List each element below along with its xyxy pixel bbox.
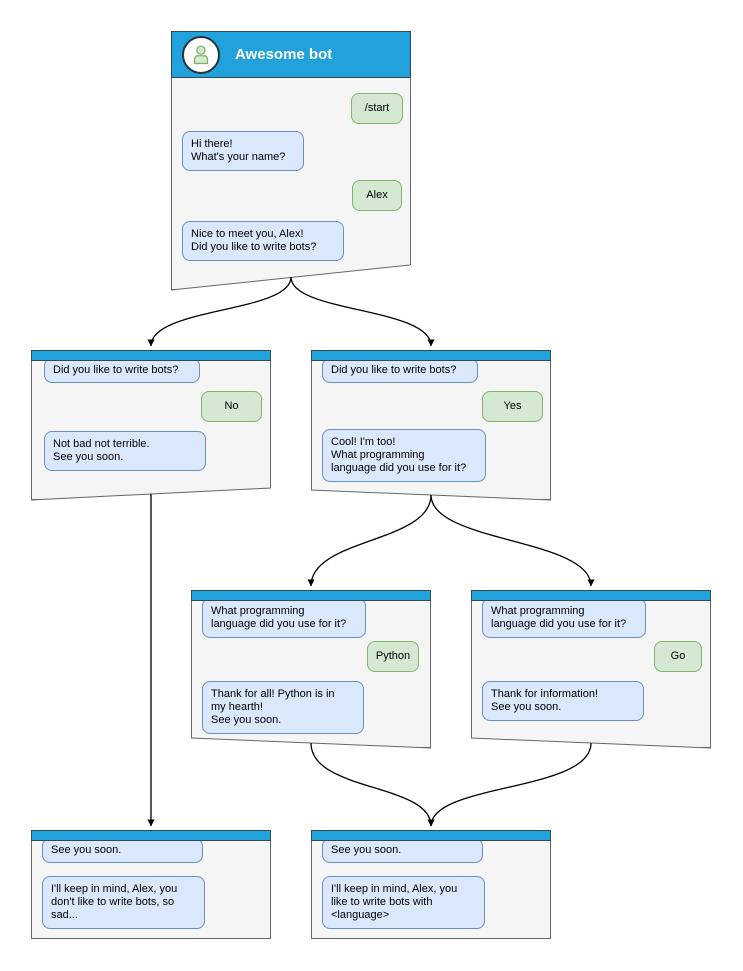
bot-message-bubble: Did you like to write bots? bbox=[322, 358, 478, 383]
chat-node-lang-python: What programming language did you use fo… bbox=[191, 590, 431, 748]
chat-node-branch-no: Did you like to write bots? No Not bad n… bbox=[31, 350, 271, 500]
bot-message-bubble: See you soon. bbox=[322, 838, 483, 863]
chat-node-end-no: See you soon. I'll keep in mind, Alex, y… bbox=[31, 830, 271, 939]
person-icon bbox=[182, 35, 220, 74]
chat-header bbox=[31, 830, 271, 841]
chat-header bbox=[311, 830, 551, 841]
chat-node-branch-yes: Did you like to write bots? Yes Cool! I'… bbox=[311, 350, 551, 500]
bot-message-bubble: Nice to meet you, Alex! Did you like to … bbox=[182, 221, 344, 261]
user-message-bubble: No bbox=[201, 391, 262, 422]
bot-title: Awesome bot bbox=[235, 46, 333, 63]
chat-header bbox=[31, 350, 271, 361]
edge-python-to-end bbox=[310, 742, 435, 827]
bot-message-bubble: What programming language did you use fo… bbox=[202, 598, 366, 638]
edge-yes-to-go bbox=[430, 494, 595, 587]
bot-message-bubble: What programming language did you use fo… bbox=[482, 598, 646, 638]
bot-message-bubble: I'll keep in mind, Alex, you like to wri… bbox=[322, 876, 485, 929]
bot-message-bubble: Cool! I'm too! What programming language… bbox=[322, 429, 486, 482]
user-message-bubble: Alex bbox=[352, 180, 402, 211]
chat-node-lang-go: What programming language did you use fo… bbox=[471, 590, 711, 748]
edge-bot-to-yes bbox=[290, 276, 435, 347]
user-message-bubble: Python bbox=[367, 641, 419, 672]
user-message-bubble: Go bbox=[654, 641, 702, 672]
bot-message-bubble: Thank for all! Python is in my hearth! S… bbox=[202, 681, 364, 734]
bot-message-bubble: Not bad not terrible. See you soon. bbox=[44, 431, 206, 471]
bot-message-bubble: I'll keep in mind, Alex, you don't like … bbox=[42, 876, 205, 929]
chat-node-awesome-bot: Awesome bot /start Hi there! What's your… bbox=[171, 31, 411, 290]
bot-message-bubble: Hi there! What's your name? bbox=[182, 131, 304, 171]
chat-header bbox=[311, 350, 551, 361]
bot-message-bubble: Did you like to write bots? bbox=[44, 358, 200, 383]
chat-header bbox=[191, 590, 431, 601]
bot-message-bubble: Thank for information! See you soon. bbox=[482, 681, 644, 721]
bot-message-bubble: See you soon. bbox=[42, 838, 203, 863]
chat-node-end-language: See you soon. I'll keep in mind, Alex, y… bbox=[311, 830, 551, 939]
user-message-bubble: /start bbox=[351, 93, 403, 124]
user-message-bubble: Yes bbox=[482, 391, 543, 422]
edge-yes-to-python bbox=[307, 494, 432, 587]
chat-header bbox=[471, 590, 711, 601]
edge-go-to-end bbox=[427, 742, 592, 827]
chat-header: Awesome bot bbox=[171, 31, 411, 78]
